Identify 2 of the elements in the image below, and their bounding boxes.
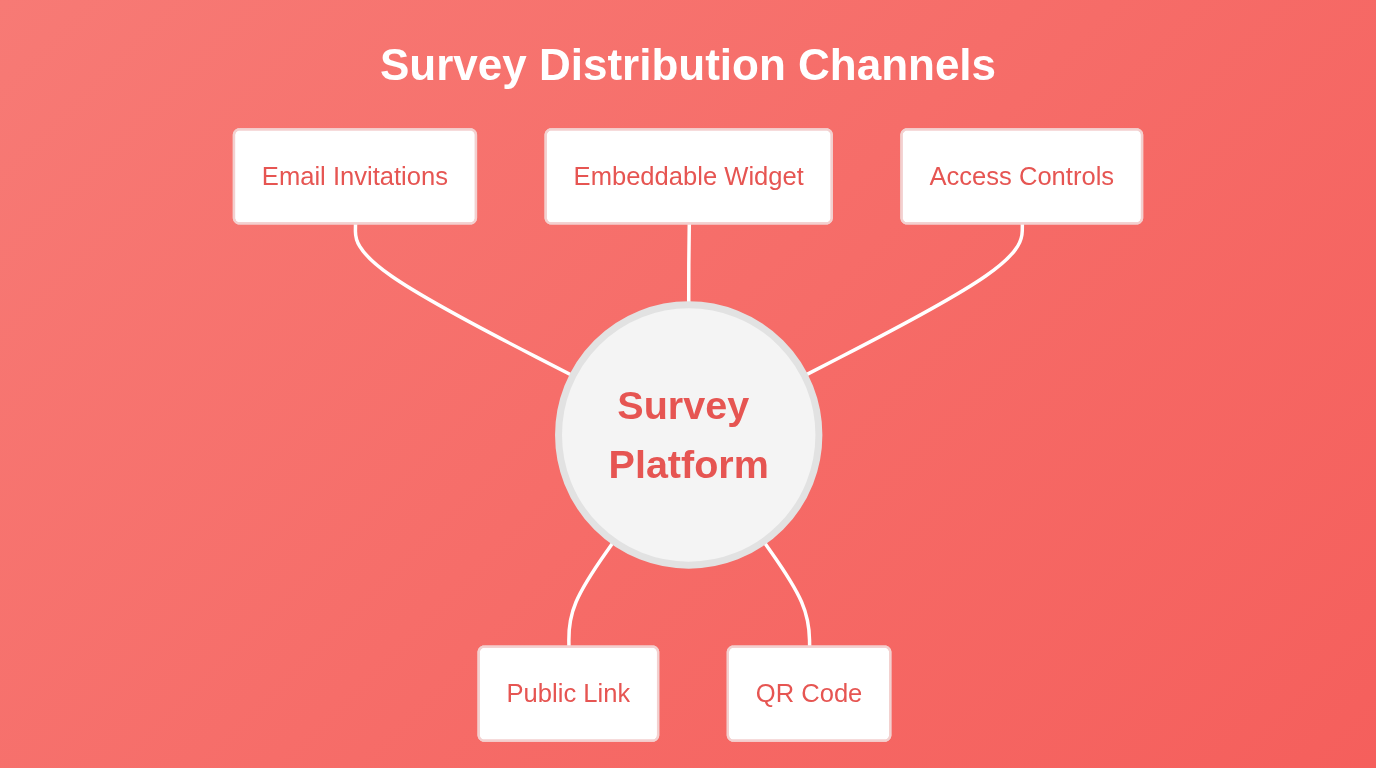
diagram-title: Survey Distribution Channels: [378, 40, 998, 90]
node-circle: Survey Platform: [555, 301, 823, 569]
